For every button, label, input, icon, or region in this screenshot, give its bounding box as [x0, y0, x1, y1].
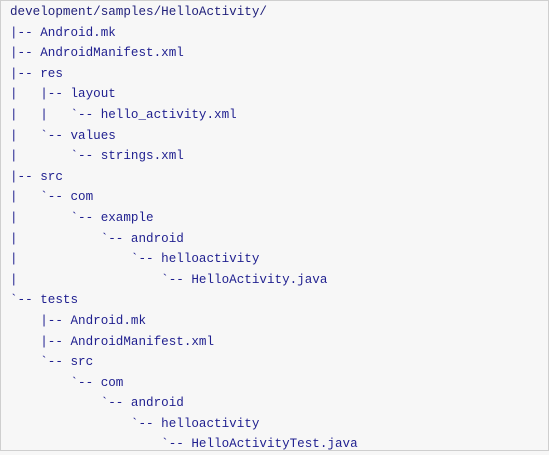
- tree-line-tests-com: `-- com: [10, 375, 124, 390]
- tree-line-root: development/samples/HelloActivity/: [10, 5, 267, 19]
- tree-line-tests-src: `-- src: [10, 355, 94, 370]
- tree-line-android-mk: |-- Android.mk: [10, 25, 116, 40]
- tree-line-tests-android-mk: |-- Android.mk: [10, 313, 147, 328]
- tree-line-hello-activity-xml: | | `-- hello_activity.xml: [10, 107, 237, 122]
- tree-line-android-manifest: |-- AndroidManifest.xml: [10, 46, 184, 61]
- tree-line-helloactivity: | `-- helloactivity: [10, 252, 260, 267]
- tree-line-layout: | |-- layout: [10, 87, 116, 102]
- directory-tree: development/samples/HelloActivity/ |-- A…: [10, 2, 358, 455]
- tree-line-hello-activity-test-java: `-- HelloActivityTest.java: [10, 437, 358, 452]
- tree-line-res: |-- res: [10, 66, 63, 81]
- tree-line-values: | `-- values: [10, 128, 116, 143]
- tree-line-android: | `-- android: [10, 231, 184, 246]
- tree-line-hello-activity-java: | `-- HelloActivity.java: [10, 272, 328, 287]
- tree-line-tests: `-- tests: [10, 293, 79, 308]
- tree-line-tests-android-manifest: |-- AndroidManifest.xml: [10, 334, 215, 349]
- tree-line-example: | `-- example: [10, 210, 154, 225]
- tree-line-com: | `-- com: [10, 190, 94, 205]
- tree-line-tests-helloactivity: `-- helloactivity: [10, 416, 260, 431]
- tree-line-tests-android: `-- android: [10, 396, 184, 411]
- tree-line-strings-xml: | `-- strings.xml: [10, 149, 184, 164]
- tree-line-src: |-- src: [10, 169, 63, 184]
